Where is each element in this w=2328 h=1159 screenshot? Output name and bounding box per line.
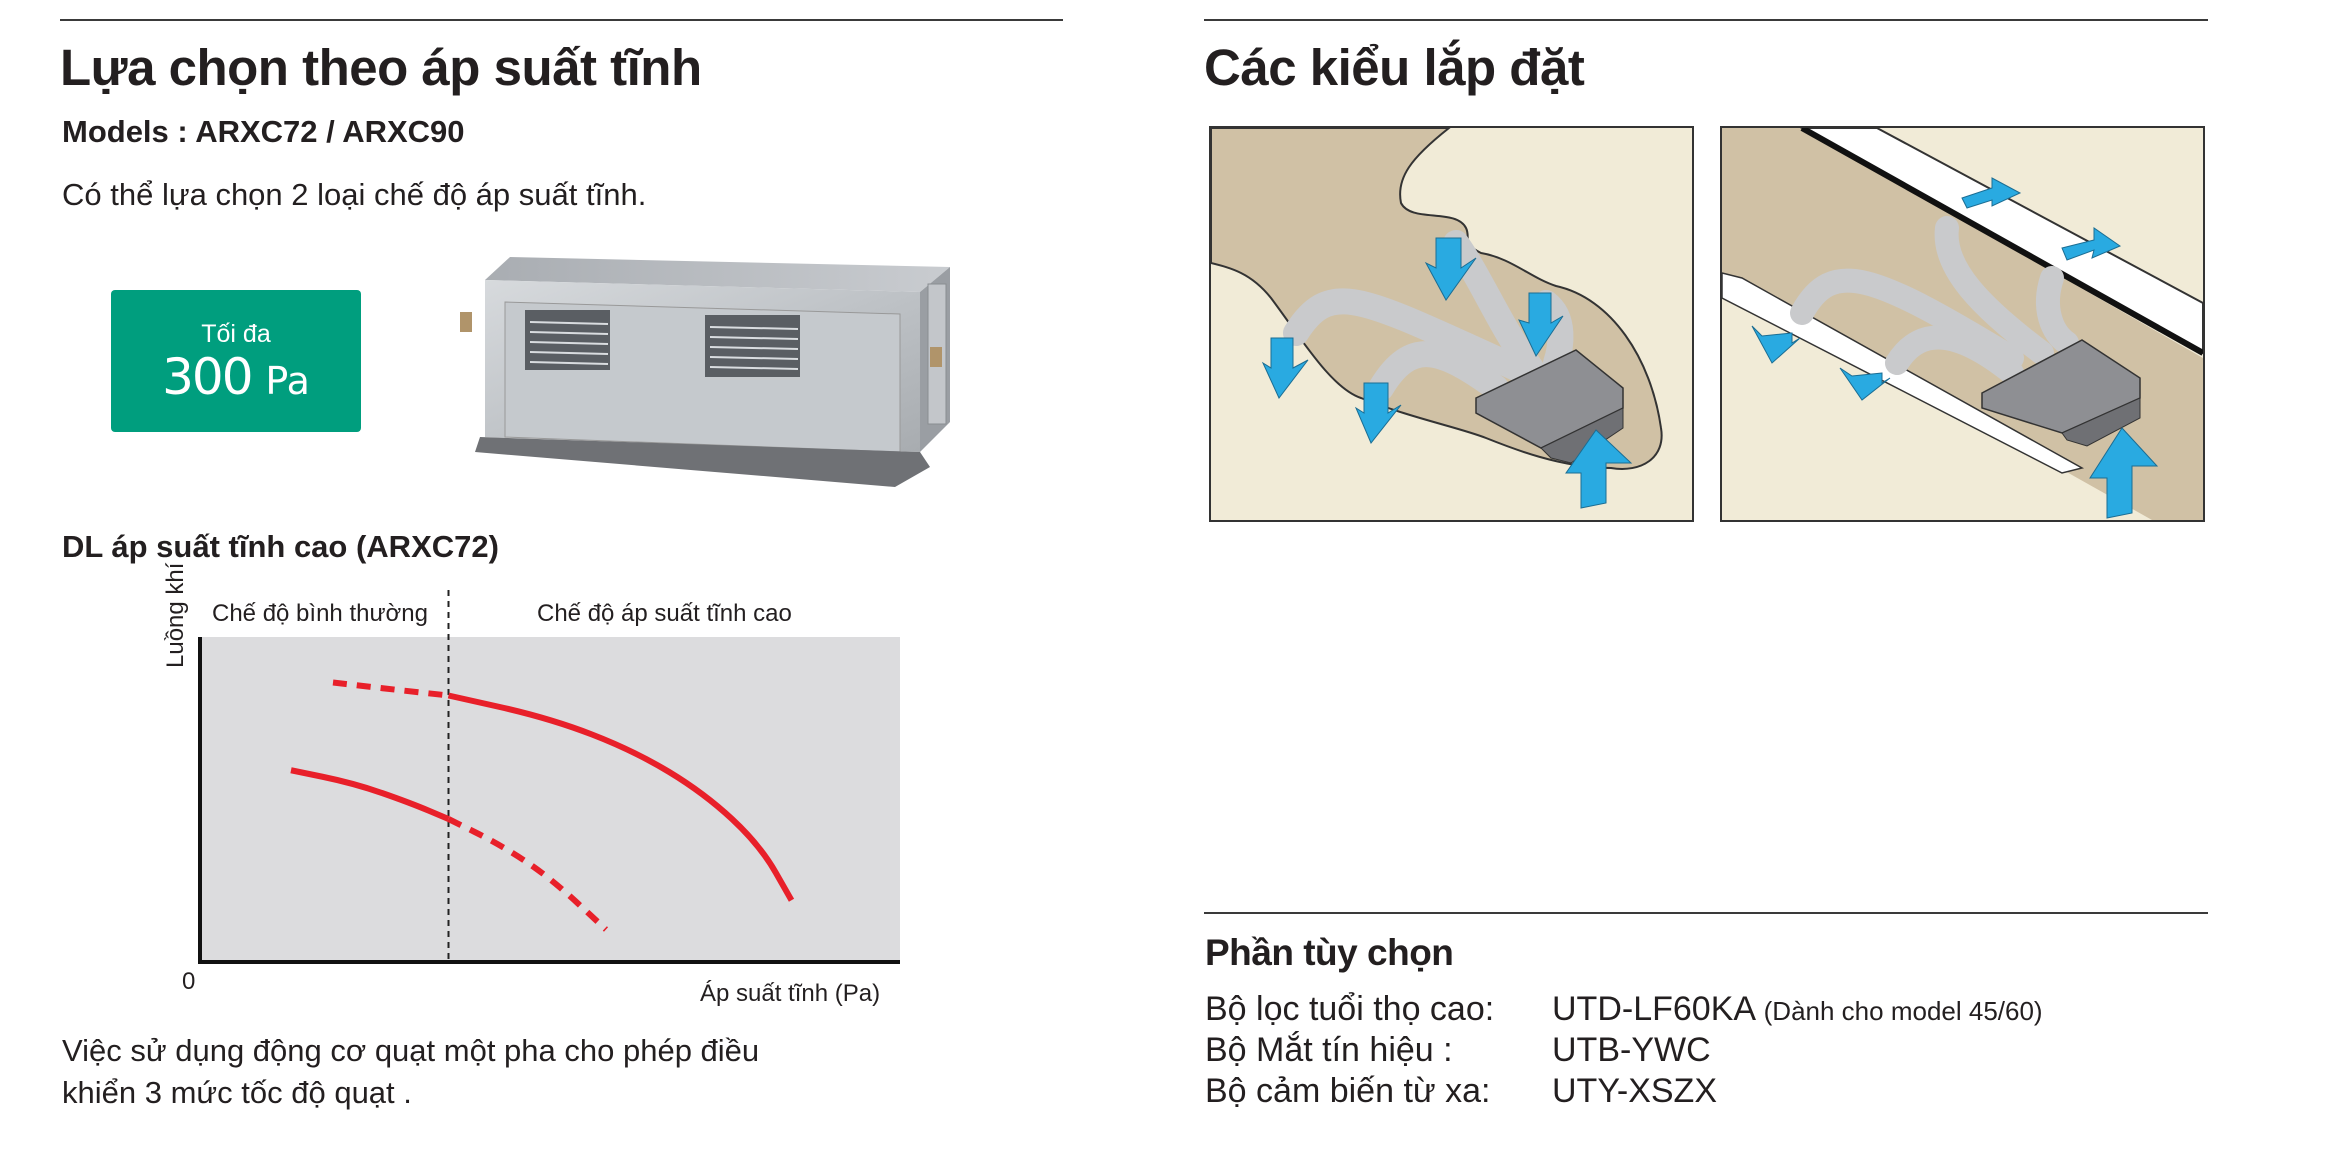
badge-label: Tối đa [201, 320, 271, 348]
options-title: Phần tùy chọn [1205, 932, 1454, 973]
supply-arrow-icons [1261, 237, 1633, 509]
region-label-high-static: Chế độ áp suất tĩnh cao [537, 600, 792, 627]
right-section-title: Các kiểu lắp đặt [1204, 39, 1585, 96]
option-value: UTB-YWC [1552, 1031, 1711, 1069]
max-pressure-badge: Tối đa 300 Pa [111, 290, 361, 432]
option-note: (Dành cho model 45/60) [1763, 996, 2043, 1026]
badge-value: 300 Pa [111, 349, 361, 409]
option-value: UTD-LF60KA (Dành cho model 45/60) [1552, 990, 2043, 1029]
left-top-rule [60, 19, 1063, 21]
x-axis-label: Áp suất tĩnh (Pa) [700, 980, 881, 1007]
installation-diagram-ceiling [1209, 126, 1694, 522]
plot-area [200, 637, 900, 962]
duct-unit-image [460, 257, 950, 487]
series-high-static-upper-solid [447, 692, 795, 902]
static-pressure-chart [198, 590, 900, 964]
chart-heading: DL áp suất tĩnh cao (ARXC72) [62, 529, 499, 564]
option-label: Bộ cảm biến từ xa: [1205, 1072, 1491, 1110]
left-section-title: Lựa chọn theo áp suất tĩnh [60, 39, 702, 96]
badge-unit: Pa [265, 359, 310, 403]
options-rule [1204, 912, 2208, 914]
option-model-code: UTD-LF60KA [1552, 990, 1755, 1028]
option-label: Bộ lọc tuổi thọ cao: [1205, 990, 1495, 1028]
paragraph-line-1: Việc sử dụng động cơ quạt một pha cho ph… [62, 1033, 760, 1068]
series-normal-lower-dashed [447, 816, 609, 932]
models-label: Models : ARXC72 / ARXC90 [62, 114, 465, 149]
option-row: Bộ Mắt tín hiệu : UTB-YWC [1205, 1031, 1711, 1070]
option-label: Bộ Mắt tín hiệu : [1205, 1031, 1453, 1069]
option-value: UTY-XSZX [1552, 1072, 1718, 1110]
option-row: Bộ cảm biến từ xa: UTY-XSZX [1205, 1072, 1717, 1111]
y-axis-label: Luồng khí [162, 562, 189, 668]
paragraph-line-2: khiển 3 mức tốc độ quạt . [62, 1075, 412, 1110]
badge-number: 300 [162, 348, 253, 406]
installation-diagram-wall [1720, 126, 2205, 522]
region-label-normal: Chế độ bình thường [212, 600, 428, 627]
option-row: Bộ lọc tuổi thọ cao: UTD-LF60KA (Dành ch… [1205, 990, 2043, 1029]
series-high-static-upper-dashed [332, 679, 449, 699]
series-normal-lower-solid [290, 767, 450, 822]
origin-tick-label: 0 [182, 968, 196, 995]
static-pressure-intro: Có thể lựa chọn 2 loại chế độ áp suất tĩ… [62, 177, 647, 212]
right-top-rule [1204, 19, 2208, 21]
